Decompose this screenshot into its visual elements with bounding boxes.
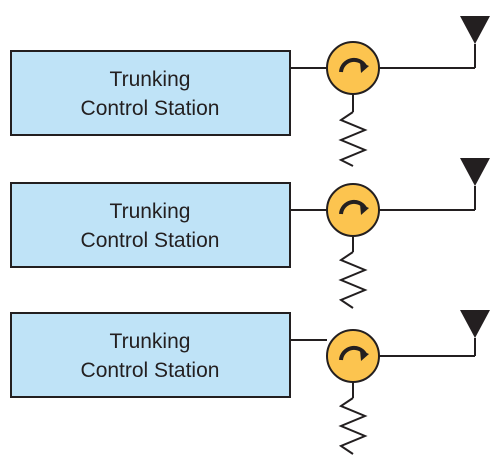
station-box-2 xyxy=(10,182,291,268)
station-label-line1-2: Trunking xyxy=(110,200,191,223)
station-label-line1-1: Trunking xyxy=(110,68,191,91)
resistor-icon-2 xyxy=(338,251,368,309)
station-box-3 xyxy=(10,312,291,398)
resistor-icon-3 xyxy=(338,397,368,455)
station-row-2: Trunking Control Station xyxy=(10,158,490,309)
station-row-3: Trunking Control Station xyxy=(10,310,490,455)
circulator-icon-2 xyxy=(326,183,380,237)
station-box-1 xyxy=(10,50,291,136)
circulator-icon-1 xyxy=(326,41,380,95)
antenna-icon-1 xyxy=(460,16,490,44)
station-label-line2-3: Control Station xyxy=(81,359,220,382)
circulator-icon-3 xyxy=(326,329,380,383)
station-label-line2-1: Control Station xyxy=(81,97,220,120)
station-label-line1-3: Trunking xyxy=(110,330,191,353)
antenna-icon-2 xyxy=(460,158,490,186)
resistor-icon-1 xyxy=(338,111,368,167)
antenna-icon-3 xyxy=(460,310,490,338)
station-row-1: Trunking Control Station xyxy=(10,16,490,167)
station-label-line2-2: Control Station xyxy=(81,229,220,252)
